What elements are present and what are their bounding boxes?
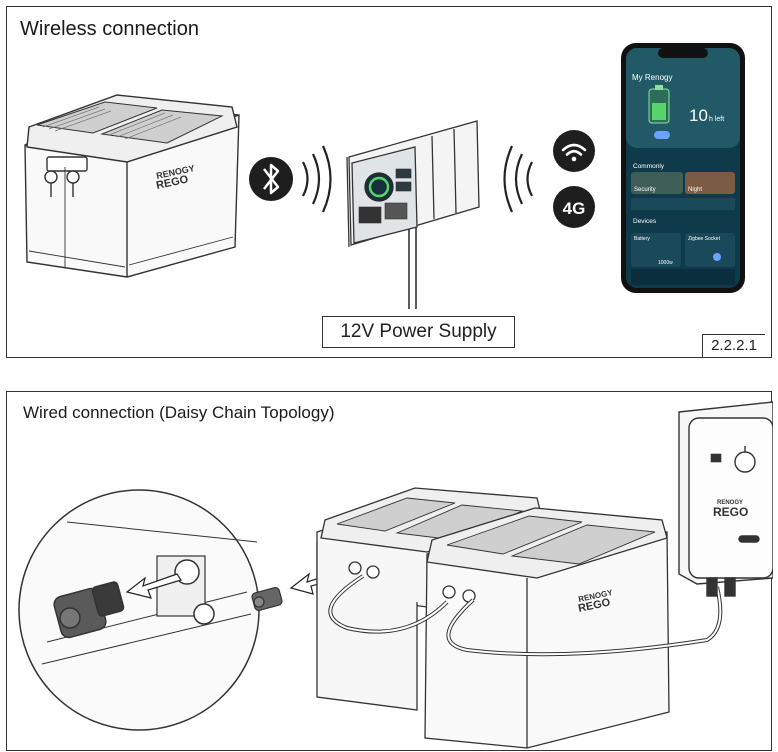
signal-waves-left	[302, 145, 332, 213]
phone-devices-label: Devices	[633, 218, 657, 225]
phone-app-title: My Renogy	[632, 73, 672, 82]
hub-model: REGO	[713, 505, 748, 519]
phone-hours-value: 10	[689, 106, 708, 125]
wired-title: Wired connection (Daisy Chain Topology)	[23, 403, 335, 422]
battery-connector-icon	[53, 581, 125, 639]
terminal-cap-icon	[251, 586, 283, 612]
rego-hub	[678, 401, 773, 597]
phone-security-label: Security	[634, 187, 656, 193]
power-cable	[408, 227, 417, 309]
signal-waves-right	[503, 145, 533, 213]
disconnect-arrow-icon	[125, 573, 182, 599]
wired-connection-panel: Wired connection (Daisy Chain Topology)	[6, 391, 773, 751]
wireless-diagram: RENOGY REGO	[24, 43, 745, 309]
battery-2	[424, 507, 670, 749]
display-controller	[346, 120, 480, 248]
phone-device-zigbee: Zigbee Socket	[688, 236, 721, 242]
hub-brand: RENOGY	[717, 500, 743, 506]
daisy-chain-cable-inner	[329, 575, 722, 656]
phone-night-label: Night	[688, 187, 702, 193]
wireless-connection-panel: Wireless connection RENOGY REGO	[6, 6, 772, 358]
connector-detail-circle	[18, 489, 260, 731]
phone-power-value: 1000w	[658, 260, 673, 266]
battery-illustration	[24, 94, 240, 278]
phone-device-battery: Battery	[634, 236, 650, 242]
wireless-title: Wireless connection	[20, 18, 199, 40]
bluetooth-icon	[249, 157, 293, 201]
phone-commonly-label: Commonly	[633, 163, 665, 170]
wired-diagram: RENOGY REGO RENOGY REGO	[18, 401, 773, 749]
4g-icon: 4G	[553, 186, 595, 228]
figure-number: 2.2.2.1	[702, 334, 765, 357]
phone-hours-unit: h left	[709, 116, 724, 123]
power-supply-label: 12V Power Supply	[322, 316, 515, 348]
smartphone	[621, 43, 745, 293]
4g-label: 4G	[563, 199, 586, 218]
wifi-icon	[553, 130, 595, 172]
